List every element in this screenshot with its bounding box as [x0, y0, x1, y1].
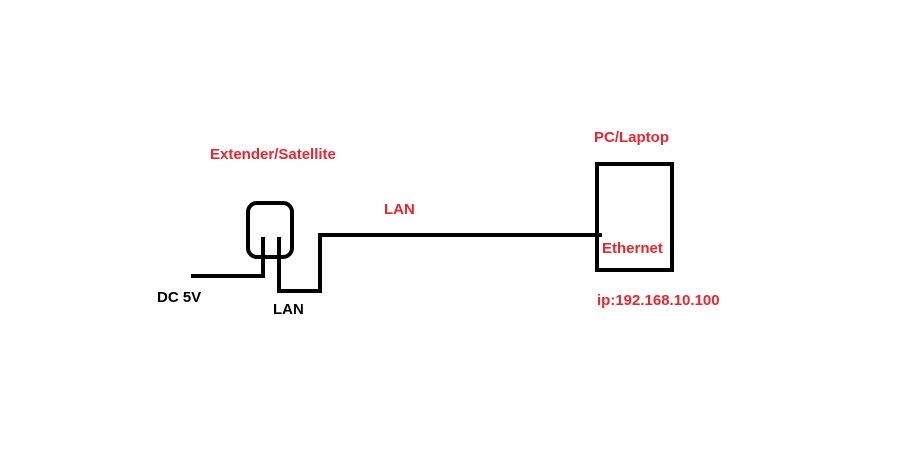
lan-port-label: LAN	[273, 301, 304, 318]
power-label: DC 5V	[157, 289, 202, 306]
lan-cable-label: LAN	[384, 201, 415, 218]
extender-device	[246, 201, 294, 259]
ethernet-label: Ethernet	[602, 240, 663, 257]
pc-label: PC/Laptop	[594, 129, 669, 146]
extender-lan-cable	[277, 233, 602, 293]
extender-label: Extender/Satellite	[210, 146, 336, 163]
power-cable	[191, 237, 265, 278]
pc-device	[595, 162, 674, 272]
ip-address-label: ip:192.168.10.100	[597, 292, 720, 309]
